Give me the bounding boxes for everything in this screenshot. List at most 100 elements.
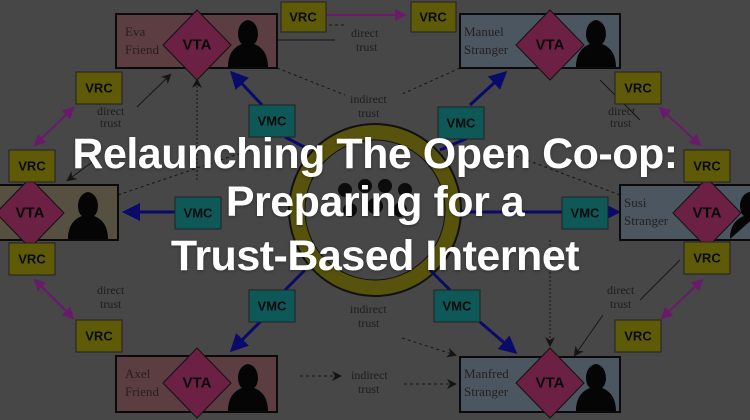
vrc-badge: VRC xyxy=(280,1,327,33)
person-first-name: Manfred xyxy=(464,366,509,381)
vta-badge: VTA xyxy=(515,9,585,81)
direct-trust-arrow xyxy=(136,73,172,108)
vmc-arrow xyxy=(284,135,311,152)
svg-text:VRC: VRC xyxy=(624,81,652,96)
vrc-link-arrow xyxy=(33,278,75,320)
svg-text:VMC: VMC xyxy=(447,116,477,131)
svg-text:VMC: VMC xyxy=(571,206,601,221)
svg-text:VTA: VTA xyxy=(536,375,565,392)
direct-label: direct xyxy=(607,283,635,297)
person-silhouette-icon xyxy=(68,192,108,239)
person-first-name: Susi xyxy=(624,195,647,210)
page-title: Relaunching The Open Co-op: Preparing fo… xyxy=(0,130,750,280)
vrc-badge: VRC xyxy=(8,149,56,183)
vrc-link-arrow xyxy=(33,106,75,147)
svg-text:VMC: VMC xyxy=(184,206,214,221)
svg-text:VTA: VTA xyxy=(183,37,212,54)
vrc-badge: VRC xyxy=(75,71,123,105)
vmc-arrow xyxy=(468,70,508,107)
svg-text:VRC: VRC xyxy=(693,159,721,174)
person-last-name: Stranger xyxy=(624,213,669,228)
community-icon xyxy=(338,179,412,217)
direct-label: direct xyxy=(608,104,636,118)
vmc-badge: VMC xyxy=(433,289,481,323)
vrc-badge: VRC xyxy=(8,242,56,276)
svg-text:VRC: VRC xyxy=(18,159,46,174)
svg-text:VMC: VMC xyxy=(258,299,288,314)
person-first-name: Manuel xyxy=(464,24,504,39)
trust-label: trust xyxy=(100,116,122,130)
direct-label: direct xyxy=(97,104,125,118)
person-last-name: Stranger xyxy=(464,42,509,57)
svg-text:VRC: VRC xyxy=(85,329,113,344)
indirect-trust-line xyxy=(117,149,251,196)
person-silhouette-icon xyxy=(576,20,616,67)
svg-text:VRC: VRC xyxy=(18,252,46,267)
person-silhouette-icon xyxy=(228,364,268,411)
trust-label: trust xyxy=(100,297,122,311)
vmc-badge: VMC xyxy=(174,196,222,230)
person-last-name: Stranger xyxy=(464,384,509,399)
vmc-arrow xyxy=(479,320,518,354)
svg-text:VRC: VRC xyxy=(419,10,447,25)
direct-label: direct xyxy=(97,283,125,297)
vmc-badge: VMC xyxy=(561,196,609,230)
person-last-name: Friend xyxy=(125,42,159,57)
vrc-badge: VRC xyxy=(683,241,731,275)
vmc-arrow xyxy=(229,318,264,353)
trust-label: trust xyxy=(358,316,380,330)
vrc-badge: VRC xyxy=(614,71,662,105)
vta-badge: VTA xyxy=(515,347,585,419)
vmc-arrow xyxy=(229,70,264,107)
person-last-name: Friend xyxy=(125,384,159,399)
title-line: Trust-Based Internet xyxy=(170,232,580,280)
direct-trust-arrow xyxy=(573,314,604,357)
person-first-name: Eva xyxy=(125,24,145,39)
svg-text:VRC: VRC xyxy=(693,251,721,266)
direct-label: direct xyxy=(351,26,379,40)
svg-text:VRC: VRC xyxy=(289,10,317,25)
person-silhouette-icon xyxy=(228,20,268,67)
vrc-badge: VRC xyxy=(614,319,662,353)
person-silhouette-icon xyxy=(730,192,750,239)
svg-text:VMC: VMC xyxy=(258,114,288,129)
vrc-badge: VRC xyxy=(75,319,123,353)
svg-text:VRC: VRC xyxy=(85,81,113,96)
person-first-name: Axel xyxy=(125,366,151,381)
vrc-badge: VRC xyxy=(410,1,457,33)
indirect-label: indirect xyxy=(350,92,387,106)
vmc-badge: VMC xyxy=(437,106,485,140)
svg-text:VTA: VTA xyxy=(693,205,722,222)
trust-label: trust xyxy=(610,297,632,311)
vmc-badge: VMC xyxy=(248,289,296,323)
direct-trust-arrow xyxy=(639,259,681,301)
trust-label: trust xyxy=(610,116,632,130)
vmc-badge: VMC xyxy=(248,104,296,138)
indirect-label: indirect xyxy=(351,368,388,382)
vmc-arrow xyxy=(283,268,307,292)
indirect-trust-line xyxy=(401,337,457,358)
svg-text:VTA: VTA xyxy=(16,205,45,222)
trust-label: trust xyxy=(358,382,380,396)
title-line: Relaunching The Open Co-op: xyxy=(72,130,678,178)
indirect-trust-line xyxy=(276,67,346,96)
indirect-trust-line xyxy=(399,67,461,96)
vrc-badge: VRC xyxy=(683,149,731,183)
svg-text:VMC: VMC xyxy=(443,299,473,314)
vta-badge: VTA xyxy=(162,347,232,419)
indirect-label: indirect xyxy=(350,302,387,316)
trust-label: trust xyxy=(358,106,380,120)
direct-trust-arrow xyxy=(66,159,96,182)
trust-label: trust xyxy=(356,40,378,54)
svg-text:VTA: VTA xyxy=(183,375,212,392)
vta-badge: VTA xyxy=(162,9,232,81)
vrc-link-arrow xyxy=(660,278,704,320)
vrc-link-arrow xyxy=(658,106,702,147)
person-silhouette-icon xyxy=(576,364,616,411)
title-line: Preparing for a xyxy=(225,178,525,226)
vta-badge: VTA xyxy=(672,177,742,249)
svg-text:VRC: VRC xyxy=(624,329,652,344)
svg-text:VTA: VTA xyxy=(536,37,565,54)
vmc-arrow xyxy=(428,268,452,292)
